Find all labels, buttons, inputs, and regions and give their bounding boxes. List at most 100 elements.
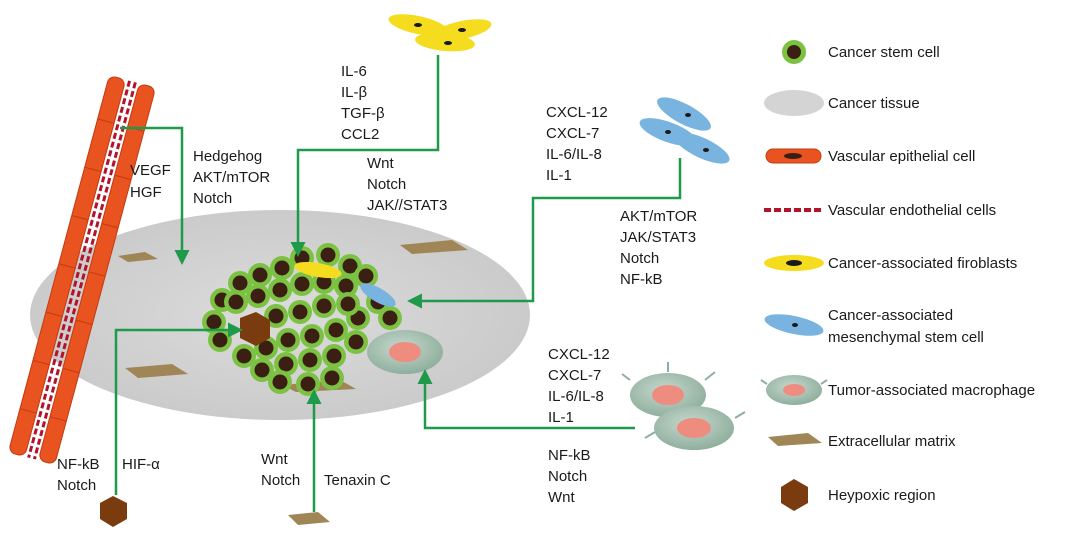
cancer-stem-cell-core <box>304 328 320 344</box>
legend-label: Extracellular matrix <box>828 433 956 450</box>
cancer-stem-cell-core <box>342 258 358 274</box>
cancer-stem-cell-core <box>294 276 310 292</box>
label-notch: Notch <box>193 190 232 207</box>
extracellular-matrix-icon <box>768 433 822 446</box>
label-il6-il8: IL-6/IL-8 <box>546 146 602 163</box>
legend: Cancer stem cell Cancer tissue Vascular … <box>760 40 1035 511</box>
cancer-associated-fibroblast-icon <box>764 255 824 271</box>
caf-pathway-labels: Wnt Notch JAK//STAT3 <box>367 155 447 214</box>
hypoxic-region-center <box>240 312 270 346</box>
cluster-msc <box>360 283 396 307</box>
hypoxia-labels: NF-kB Notch HIF-α <box>57 456 160 494</box>
vessel-factor-labels: VEGF HGF <box>130 162 171 201</box>
legend-label-line2: mesenchymal stem cell <box>828 329 984 346</box>
label-akt-mtor: AKT/mTOR <box>193 169 270 186</box>
label-il-beta: IL-β <box>341 84 368 101</box>
ecm-piece <box>288 512 330 525</box>
label-wnt: Wnt <box>548 489 576 506</box>
arrow-vessel-to-tumor <box>120 126 190 265</box>
cancer-stem-cell-core <box>300 376 316 392</box>
macrophage-in-tissue <box>367 330 443 374</box>
label-hif-alpha: HIF-α <box>122 456 160 473</box>
label-hgf: HGF <box>130 184 162 201</box>
cancer-associated-msc <box>639 97 730 164</box>
tam-pathway-labels: NF-kB Notch Wnt <box>548 447 591 506</box>
tumor-associated-macrophage-icon <box>760 375 828 405</box>
label-il1: IL-1 <box>546 167 572 184</box>
cancer-stem-cell-core <box>328 322 344 338</box>
label-vegf: VEGF <box>130 162 171 179</box>
cluster-fibroblast <box>294 261 342 279</box>
ecm-piece <box>400 240 468 254</box>
cancer-stem-cell-core <box>320 247 336 263</box>
label-akt-mtor: AKT/mTOR <box>620 208 697 225</box>
cancer-stem-cell-core <box>316 274 332 290</box>
arrow-hypoxia-to-tumor <box>114 322 243 495</box>
cancer-stem-cell-icon <box>782 40 806 64</box>
caf-factor-labels: IL-6 IL-β TGF-β CCL2 <box>341 63 385 143</box>
label-notch: Notch <box>548 468 587 485</box>
label-ccl2: CCL2 <box>341 126 379 143</box>
signal-arrows <box>114 55 682 512</box>
cancer-stem-cell-core <box>326 348 342 364</box>
vascular-epithelial-cell-icon <box>765 148 822 164</box>
cancer-stem-cell-core <box>382 310 398 326</box>
cancer-stem-cell-core <box>278 356 294 372</box>
label-nf-kb: NF-kB <box>548 447 591 464</box>
cancer-stem-cell-core <box>274 260 290 276</box>
tumor-associated-macrophages <box>621 362 746 450</box>
cancer-stem-cell-core <box>280 332 296 348</box>
cancer-stem-cell-core <box>324 370 340 386</box>
cancer-stem-cell-core <box>268 308 284 324</box>
cancer-stem-cell-core <box>254 362 270 378</box>
label-hedgehog: Hedgehog <box>193 148 262 165</box>
cancer-stem-cell-core <box>316 298 332 314</box>
cancer-stem-cell-core <box>302 352 318 368</box>
legend-label: Tumor-associated macrophage <box>828 382 1035 399</box>
legend-label: Heypoxic region <box>828 487 936 504</box>
arrow-caf-to-tumor <box>290 55 440 257</box>
msc-factor-labels: CXCL-12 CXCL-7 IL-6/IL-8 IL-1 <box>546 104 608 184</box>
label-notch: Notch <box>261 472 300 489</box>
cancer-stem-cell-core <box>350 310 366 326</box>
label-jak-stat3: JAK//STAT3 <box>367 197 447 214</box>
vascular-endothelial-line <box>27 80 132 458</box>
cancer-stem-cell-core <box>252 267 268 283</box>
legend-label: Vascular endothelial cells <box>828 202 996 219</box>
hypoxic-region-icon <box>781 479 808 511</box>
cancer-stem-cell-core <box>258 340 274 356</box>
msc-pathway-labels: AKT/mTOR JAK/STAT3 Notch NF-kB <box>620 208 697 288</box>
cancer-associated-msc-icon <box>764 314 824 336</box>
legend-label: Cancer tissue <box>828 95 920 112</box>
cancer-stem-cell-core <box>232 275 248 291</box>
cancer-stem-cell-core <box>348 334 364 350</box>
arrow-msc-to-tumor <box>407 158 682 309</box>
label-il1: IL-1 <box>548 409 574 426</box>
cancer-stem-cell-cluster <box>202 243 402 396</box>
label-jak-stat3: JAK/STAT3 <box>620 229 696 246</box>
cancer-stem-cell-core <box>212 332 228 348</box>
label-wnt: Wnt <box>367 155 395 172</box>
arrow-tam-to-tumor <box>417 369 635 430</box>
cancer-stem-cell-core <box>340 296 356 312</box>
cancer-stem-cell-core <box>272 282 288 298</box>
cancer-stem-cell-core <box>338 278 354 294</box>
label-notch: Notch <box>620 250 659 267</box>
label-notch: Notch <box>57 477 96 494</box>
label-tenaxin-c: Tenaxin C <box>324 472 391 489</box>
label-il6-il8: IL-6/IL-8 <box>548 388 604 405</box>
vessel-pathway-labels: Hedgehog AKT/mTOR Notch <box>193 148 270 207</box>
legend-label: Cancer-associated firoblasts <box>828 255 1017 272</box>
label-tgf-beta: TGF-β <box>341 105 385 122</box>
cancer-associated-fibroblasts <box>388 14 492 52</box>
label-il6: IL-6 <box>341 63 367 80</box>
label-cxcl7: CXCL-7 <box>548 367 601 384</box>
cancer-stem-cell-core <box>358 268 374 284</box>
hypoxic-region <box>100 496 127 527</box>
cancer-stem-cell-core <box>236 348 252 364</box>
cancer-stem-cell-core <box>250 288 266 304</box>
ecm-labels: Wnt Notch Tenaxin C <box>261 451 391 489</box>
cancer-stem-cell-core <box>292 304 308 320</box>
cancer-tissue-icon <box>764 90 824 116</box>
